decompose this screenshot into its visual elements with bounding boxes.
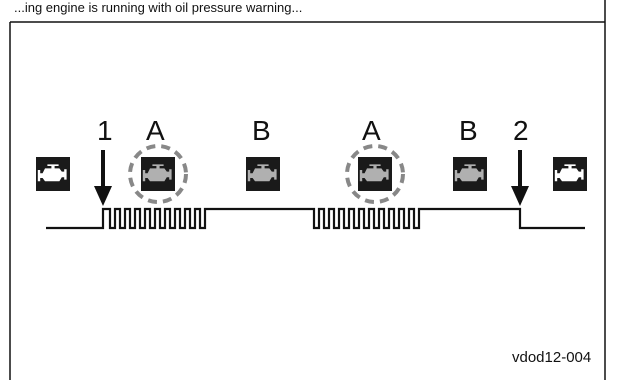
dashed-highlight-ring-a-second xyxy=(345,144,405,204)
arrow-down-icon-2 xyxy=(511,150,529,206)
caption-fragment: ...ing engine is running with oil pressu… xyxy=(14,0,302,15)
marker-label-b-first: B xyxy=(252,115,271,146)
marker-label-b-second: B xyxy=(459,115,478,146)
arrow-down-icon-1 xyxy=(94,150,112,206)
marker-label-1: 1 xyxy=(97,115,113,146)
marker-label-a-first: A xyxy=(146,115,165,146)
oil-warning-lamp-icon-a-second xyxy=(358,157,392,191)
marker-label-a-second: A xyxy=(362,115,381,146)
reference-code: vdod12-004 xyxy=(512,349,591,366)
oil-warning-lamp-icon-b-second xyxy=(453,157,487,191)
oil-warning-lamp-icon-off-start xyxy=(36,157,70,191)
oil-warning-lamp-icon-a-first xyxy=(141,157,175,191)
signal-waveform xyxy=(46,207,585,230)
marker-label-2: 2 xyxy=(513,115,529,146)
dashed-highlight-ring-a-first xyxy=(128,144,188,204)
oil-warning-lamp-icon-b-first xyxy=(246,157,280,191)
oil-warning-lamp-icon-off-end xyxy=(553,157,587,191)
